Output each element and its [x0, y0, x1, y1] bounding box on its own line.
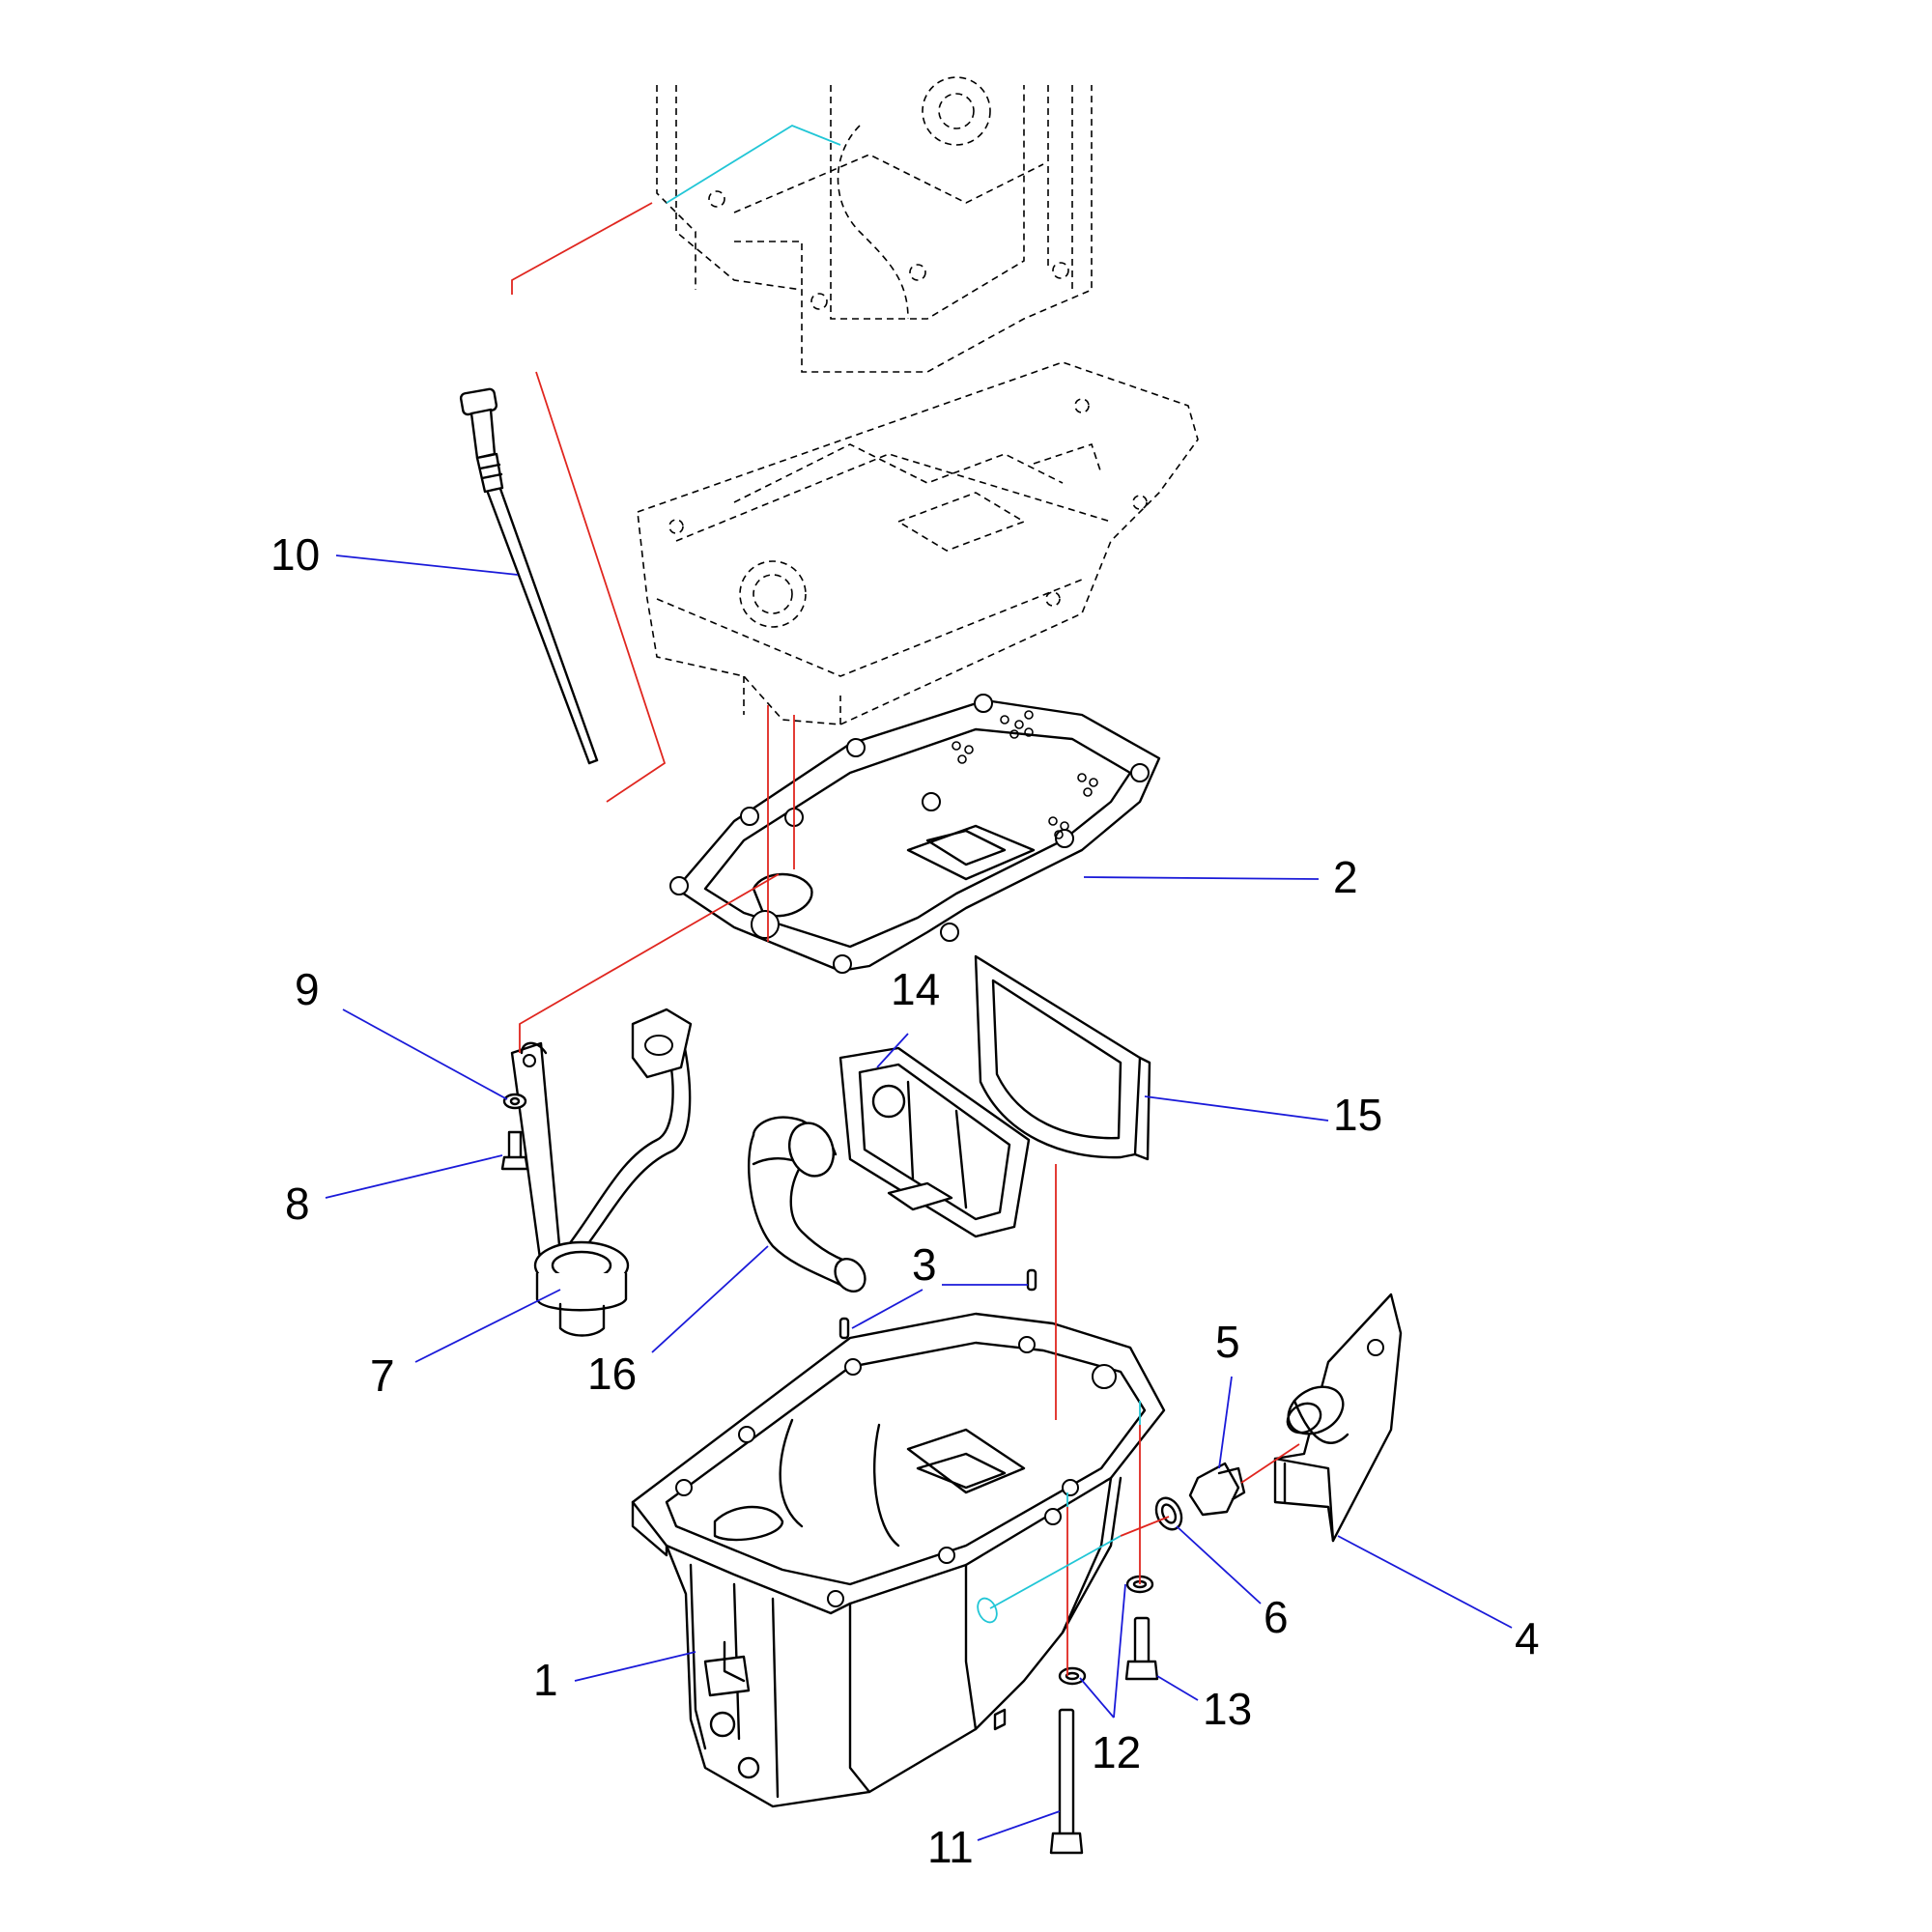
axis-cyan-drain — [989, 1535, 1122, 1609]
hose-part-16 — [747, 1116, 867, 1293]
upper-casing-ghost — [637, 361, 1199, 725]
seal-frame-part-15 — [974, 954, 1151, 1161]
callout-4: 4 — [1515, 1613, 1540, 1663]
bolt-part-11 — [1049, 1708, 1084, 1855]
oil-pan-part-1 — [631, 1312, 1166, 1808]
leader-5 — [1218, 1376, 1233, 1469]
callout-6: 6 — [1264, 1592, 1289, 1642]
callout-13: 13 — [1203, 1684, 1252, 1734]
leader-lines — [325, 554, 1513, 1841]
engine-block-ghost — [656, 76, 1093, 373]
drain-hole-cyan — [977, 1597, 998, 1624]
axis-red-dipstick — [511, 202, 653, 295]
leader-10 — [335, 554, 519, 576]
leader-12 — [1079, 1583, 1126, 1719]
assembly-axis-lines — [511, 124, 1300, 1676]
leader-1 — [574, 1651, 696, 1682]
dowel-pins-part-3 — [838, 1268, 1037, 1340]
leader-14 — [876, 1033, 909, 1068]
baffle-plate-part-14 — [838, 1046, 1031, 1238]
callout-2: 2 — [1333, 852, 1358, 902]
leader-8 — [325, 1154, 503, 1199]
callout-16: 16 — [587, 1349, 637, 1399]
dipstick-part-10 — [459, 387, 599, 765]
axis-red-dipstick-lower — [535, 371, 667, 803]
gasket-part-2 — [669, 694, 1161, 974]
callout-labels: 1 2 3 4 5 6 7 8 9 10 11 12 13 14 15 16 — [270, 529, 1540, 1872]
leader-2 — [1083, 876, 1320, 880]
leader-11 — [977, 1810, 1061, 1841]
bolt-part-8 — [500, 1130, 529, 1171]
callout-7: 7 — [370, 1350, 395, 1401]
axis-red-drain — [1240, 1443, 1300, 1484]
leader-9 — [342, 1009, 508, 1100]
callout-11: 11 — [927, 1822, 974, 1872]
sealing-washer-part-6 — [1154, 1496, 1183, 1531]
leader-7 — [414, 1289, 561, 1363]
callout-1: 1 — [533, 1655, 558, 1705]
leader-6 — [1176, 1525, 1262, 1605]
callout-15: 15 — [1333, 1090, 1382, 1140]
leader-13 — [1156, 1675, 1199, 1701]
leader-3 — [851, 1284, 1028, 1329]
bolt-part-13 — [1124, 1616, 1159, 1681]
callout-3: 3 — [912, 1239, 937, 1290]
drain-plug-part-5 — [1188, 1462, 1246, 1517]
callout-5: 5 — [1215, 1317, 1240, 1367]
axis-red-washer — [1120, 1516, 1170, 1537]
axis-cyan-top — [666, 124, 841, 204]
callout-10: 10 — [270, 529, 320, 580]
callout-12: 12 — [1092, 1727, 1141, 1777]
callout-8: 8 — [285, 1179, 310, 1229]
bracket-part-4 — [1273, 1293, 1403, 1543]
callout-9: 9 — [295, 964, 320, 1014]
oil-strainer-part-7 — [510, 1008, 693, 1337]
leader-15 — [1144, 1095, 1329, 1122]
leader-16 — [651, 1245, 769, 1353]
gasket-dot-cluster — [952, 710, 1098, 839]
axis-red-strainer — [519, 873, 780, 1053]
callout-14: 14 — [891, 964, 940, 1014]
leader-4 — [1337, 1535, 1513, 1629]
washer-part-9 — [502, 1093, 527, 1110]
